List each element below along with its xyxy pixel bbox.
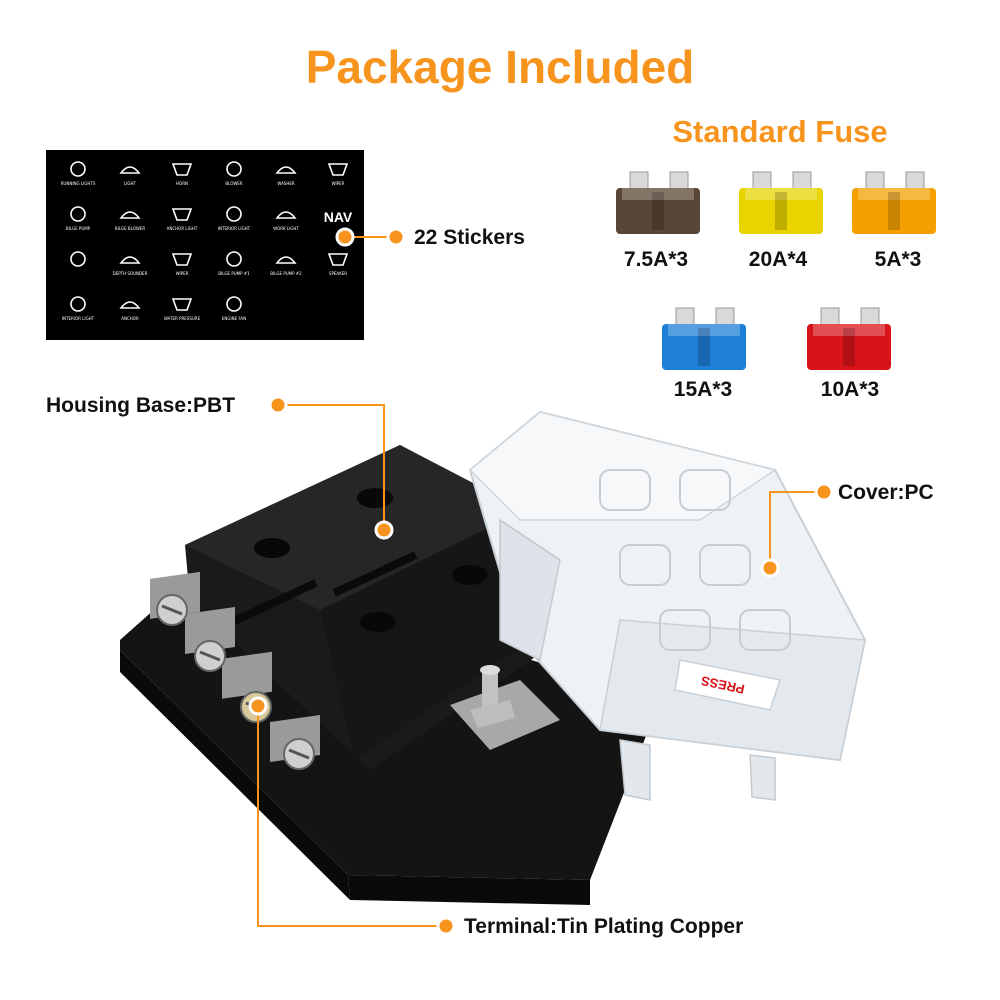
sticker-item: HORN xyxy=(156,158,208,204)
sticker-caption: WATER PRESSURE xyxy=(163,316,201,321)
sticker-item: DEPTH SOUNDER xyxy=(104,248,156,294)
sticker-caption: BILGE PUMP #2 xyxy=(270,271,302,276)
sticker-icon xyxy=(119,256,141,264)
sticker-icon xyxy=(171,208,193,221)
sticker-caption: INTERIOR LIGHT xyxy=(61,316,95,321)
sticker-icon xyxy=(119,301,141,309)
sticker-item: BLOWER xyxy=(208,158,260,204)
fuse-5a xyxy=(848,168,940,238)
sticker-icon xyxy=(171,298,193,311)
sticker-item: WIPER xyxy=(312,158,364,204)
sticker-caption: LIGHT xyxy=(124,181,136,186)
fuse-label: 7.5A*3 xyxy=(623,248,689,271)
sticker-item: NAV xyxy=(312,203,364,249)
sticker-item: INTERIOR LIGHT xyxy=(52,293,104,339)
terminal-label: Terminal:Tin Plating Copper xyxy=(464,915,744,938)
sticker-icon xyxy=(226,251,242,267)
sticker-caption: BILGE BLOWER xyxy=(114,226,146,231)
fuse-label: 10A*3 xyxy=(820,378,880,401)
sticker-caption: BILGE PUMP #1 xyxy=(218,271,250,276)
sticker-item: BILGE PUMP #1 xyxy=(208,248,260,294)
fuse-icon xyxy=(616,171,700,234)
sticker-caption: BILGE PUMP xyxy=(65,226,91,231)
sticker-caption: WIPER xyxy=(331,181,345,186)
sticker-icon xyxy=(327,163,349,176)
sticker-item: INTERIOR LIGHT xyxy=(208,203,260,249)
sticker-caption: BLOWER xyxy=(225,181,243,186)
sticker-icon xyxy=(119,211,141,219)
sticker-item: BILGE BLOWER xyxy=(104,203,156,249)
sticker-icon xyxy=(171,253,193,266)
sticker-caption: INTERIOR LIGHT xyxy=(217,226,251,231)
sticker-item: ENGINE FAN xyxy=(208,293,260,339)
sticker-item: BILGE PUMP #2 xyxy=(260,248,312,294)
fuse-icon xyxy=(807,307,891,370)
sticker-caption: ANCHOR xyxy=(121,316,139,321)
sticker-icon xyxy=(171,163,193,176)
sticker-caption: HORN xyxy=(176,181,188,186)
fuse-15a xyxy=(658,304,750,374)
fuse-label: 15A*3 xyxy=(673,378,733,401)
page-title: Package Included xyxy=(305,41,695,93)
sticker-icon xyxy=(327,253,349,266)
sticker-item: RUNNING LIGHTS xyxy=(52,158,104,204)
sticker-caption: WORK LIGHT xyxy=(273,226,299,231)
sticker-caption: SPEAKER xyxy=(328,271,348,276)
cover-label: Cover:PC xyxy=(838,481,934,504)
fuses-title: Standard Fuse xyxy=(672,114,888,149)
fuse-7-5a xyxy=(612,168,704,238)
fuse-label: 20A*4 xyxy=(748,248,808,271)
fuse-10a xyxy=(803,304,895,374)
sticker-item: WORK LIGHT xyxy=(260,203,312,249)
terminal-screws xyxy=(150,571,560,770)
sticker-caption: DEPTH SOUNDER xyxy=(112,271,148,276)
sticker-caption: RUNNING LIGHTS xyxy=(60,181,96,186)
sticker-caption: WIPER xyxy=(175,271,189,276)
sticker-item: LIGHT xyxy=(104,158,156,204)
fuse-icon xyxy=(739,171,823,234)
sticker-item: ANCHOR xyxy=(104,293,156,339)
sticker-sheet: RUNNING LIGHTS LIGHT HORN BLOWER WASHER WIPER… xyxy=(46,150,364,340)
sticker-icon xyxy=(275,166,297,174)
housing-label: Housing Base:PBT xyxy=(46,394,236,417)
sticker-icon xyxy=(226,296,242,312)
callout-lines xyxy=(257,236,820,927)
sticker-icon xyxy=(70,296,86,312)
sticker-caption: WASHER xyxy=(277,181,295,186)
fuse-icon xyxy=(662,307,746,370)
sticker-item: WIPER xyxy=(156,248,208,294)
sticker-item xyxy=(52,248,104,294)
sticker-caption: ANCHOR LIGHT xyxy=(166,226,198,231)
sticker-caption: ENGINE FAN xyxy=(221,316,247,321)
sticker-item: SPEAKER xyxy=(312,248,364,294)
fuse-icon xyxy=(852,171,936,234)
sticker-icon xyxy=(226,206,242,222)
sticker-icon xyxy=(70,251,86,267)
sticker-icon xyxy=(70,206,86,222)
sticker-item: BILGE PUMP xyxy=(52,203,104,249)
fuse-20a xyxy=(735,168,827,238)
callout-dots xyxy=(248,227,834,936)
sticker-icon xyxy=(226,161,242,177)
sticker-item: WASHER xyxy=(260,158,312,204)
sticker-icon xyxy=(275,256,297,264)
sticker-item: ANCHOR LIGHT xyxy=(156,203,208,249)
sticker-icon xyxy=(275,211,297,219)
clear-cover: PRESS xyxy=(468,410,867,801)
fuse-label: 5A*3 xyxy=(874,248,922,271)
sticker-nav-text: NAV xyxy=(323,209,353,225)
sticker-icon xyxy=(119,166,141,174)
sticker-icon xyxy=(70,161,86,177)
stickers-label: 22 Stickers xyxy=(414,226,525,249)
sticker-item: WATER PRESSURE xyxy=(156,293,208,339)
